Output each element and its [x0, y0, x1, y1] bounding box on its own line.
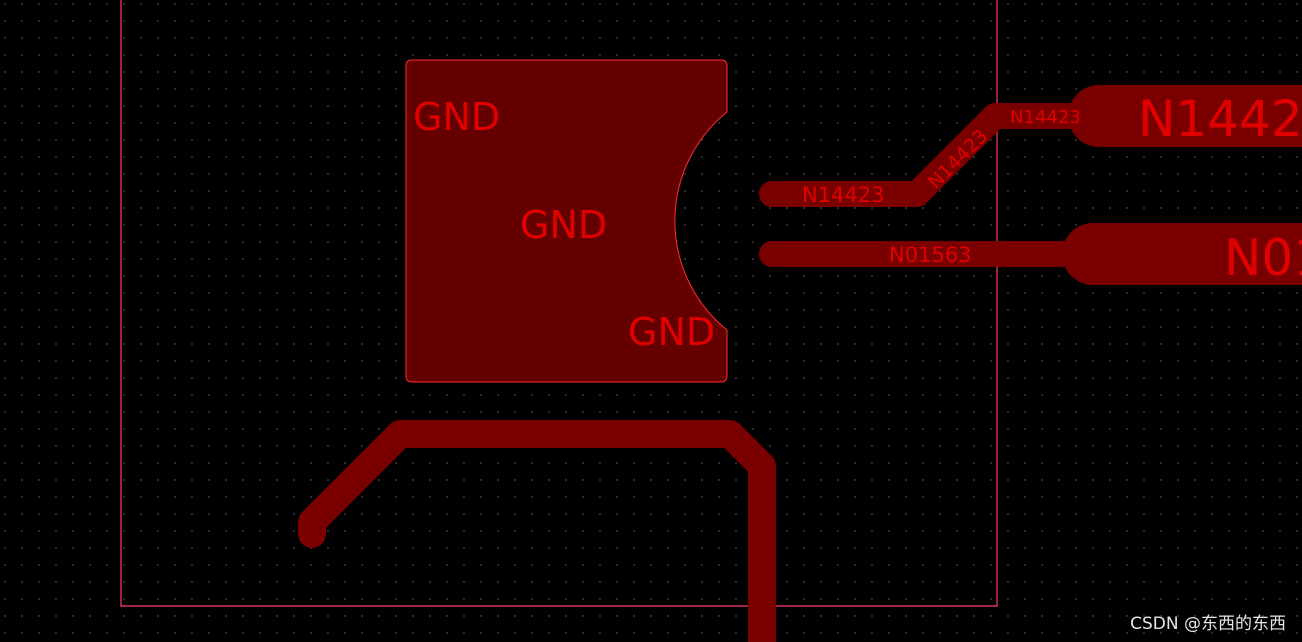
- gnd-copper-pour[interactable]: [405, 59, 728, 383]
- n14423-label-horizontal: N14423: [802, 183, 885, 207]
- pad-n14423[interactable]: [1068, 85, 1302, 147]
- gnd-label-top: GND: [413, 95, 500, 139]
- n14423-label-top: N14423: [1010, 107, 1081, 128]
- n01563-pad-label: N01563: [1224, 229, 1302, 287]
- board-outline[interactable]: [120, 0, 998, 607]
- trace-bottom-unlabeled[interactable]: [298, 420, 776, 642]
- n01563-label: N01563: [889, 243, 972, 267]
- n14423-pad-label: N14423: [1138, 90, 1302, 148]
- pad-n01563[interactable]: [1062, 223, 1302, 285]
- gnd-label-center: GND: [520, 203, 607, 247]
- gnd-label-bottom: GND: [628, 310, 715, 354]
- trace-n14423[interactable]: [759, 103, 1093, 207]
- watermark: CSDN @东西的东西: [1130, 614, 1286, 634]
